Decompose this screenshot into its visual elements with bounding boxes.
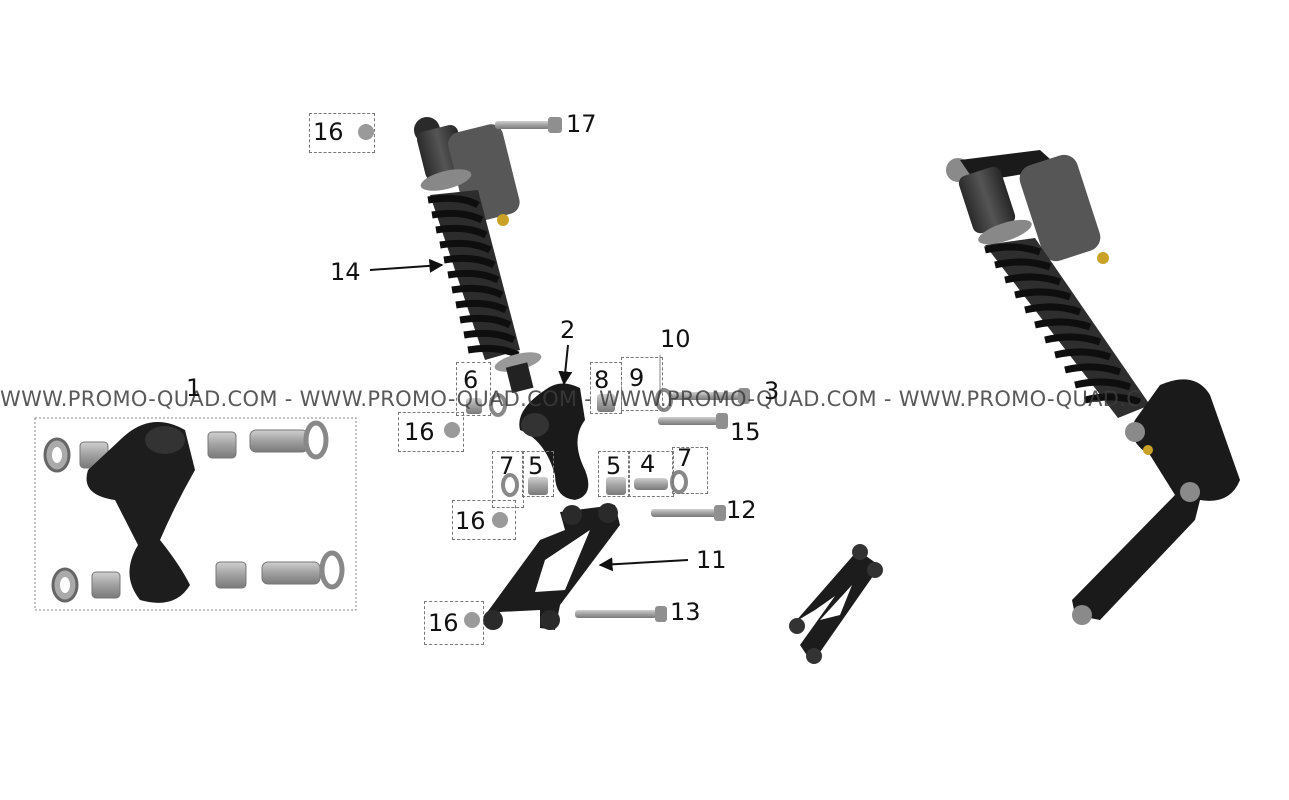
callout-7b: 7 xyxy=(677,444,693,472)
callout-8: 8 xyxy=(594,366,610,394)
callout-14: 14 xyxy=(330,258,361,286)
callout-box-9 xyxy=(621,357,663,411)
shock-absorber xyxy=(414,117,542,393)
small-parts xyxy=(358,124,688,628)
pull-rod xyxy=(483,503,620,630)
callout-15: 15 xyxy=(730,418,761,446)
callout-3: 3 xyxy=(764,377,780,405)
callout-box-6 xyxy=(456,362,491,416)
assembled-suspension xyxy=(946,150,1240,625)
callout-5a: 5 xyxy=(528,452,544,480)
callout-12: 12 xyxy=(726,496,757,524)
leader-arrows xyxy=(369,258,689,572)
callout-box-16a xyxy=(309,113,375,153)
callout-9: 9 xyxy=(629,364,645,392)
callout-17: 17 xyxy=(566,110,597,138)
callout-7a: 7 xyxy=(499,452,515,480)
callout-box-7a xyxy=(492,451,524,508)
callout-box-4 xyxy=(628,451,674,497)
pull-rod-alt xyxy=(789,544,883,664)
bolt-15 xyxy=(658,413,728,429)
callout-2: 2 xyxy=(560,316,576,344)
callout-16a: 16 xyxy=(313,118,344,146)
bolt-13 xyxy=(575,606,667,622)
callout-box-7b xyxy=(672,447,708,494)
watermark-text: WWW.PROMO-QUAD.COM - WWW.PROMO-QUAD.COM … xyxy=(0,387,1142,411)
callout-16d: 16 xyxy=(428,609,459,637)
callout-1: 1 xyxy=(186,374,202,402)
callout-16c: 16 xyxy=(455,507,486,535)
center-link xyxy=(519,383,589,500)
callout-box-16c xyxy=(452,500,516,540)
rocker-inset xyxy=(34,417,357,611)
bolt-3 xyxy=(672,388,750,404)
callout-box-5b xyxy=(598,451,630,497)
callout-6: 6 xyxy=(463,366,479,394)
callout-13: 13 xyxy=(670,598,701,626)
callout-box-16b xyxy=(398,412,464,452)
callout-4: 4 xyxy=(640,450,656,478)
callout-box-5a xyxy=(522,451,554,497)
callout-10: 10 xyxy=(660,325,691,353)
bolt-17 xyxy=(495,117,562,133)
callout-11: 11 xyxy=(696,546,727,574)
callout-16b: 16 xyxy=(404,418,435,446)
callout-box-16d xyxy=(424,601,484,645)
callout-5b: 5 xyxy=(606,452,622,480)
bolt-12 xyxy=(651,505,726,521)
